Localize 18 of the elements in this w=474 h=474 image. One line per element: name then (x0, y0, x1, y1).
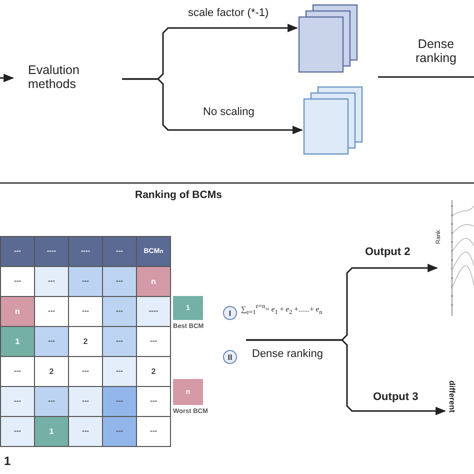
edge-label: scale factor (*-1) (186, 7, 271, 19)
edge-label: Output 3 (371, 391, 420, 403)
table-cell: 1 (0, 326, 35, 357)
arrow (122, 78, 304, 134)
table-cell: n (0, 296, 35, 327)
step-marker: II (223, 350, 237, 364)
arrow (246, 339, 446, 416)
edge-label: Output 2 (363, 246, 412, 258)
table-cell: 1 (34, 416, 69, 447)
step-marker: I (223, 306, 237, 320)
step-label: Dense ranking (414, 37, 458, 66)
step-label: Dense ranking (252, 348, 323, 361)
step-label: Evalution methods (28, 58, 122, 98)
panel-number: 1 (4, 455, 11, 469)
edge-label: No scaling (201, 106, 256, 118)
table-cell: n (136, 266, 171, 297)
axis-label: different (448, 380, 456, 412)
section-title: Ranking of BCMs (135, 189, 222, 201)
